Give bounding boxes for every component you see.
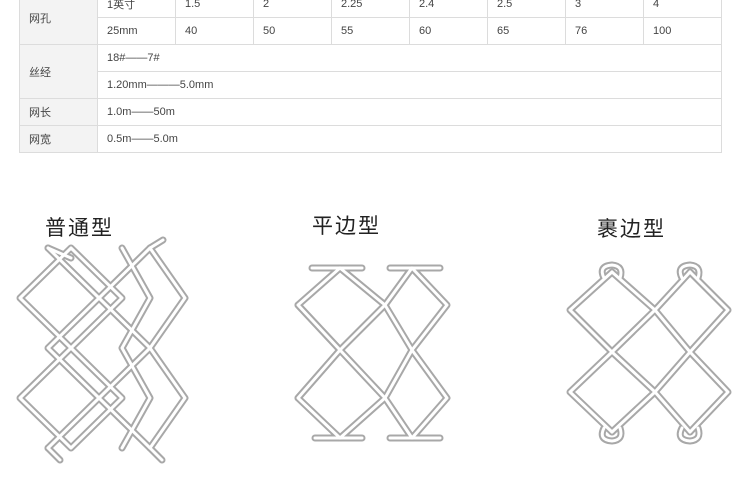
width-label: 网宽 [19,125,98,153]
diagram-title-flat-edge: 平边型 [312,214,381,238]
table-cell: 76 [565,17,644,45]
mesh-knuckled-edge-diagram [566,261,732,445]
diagram-title-normal: 普通型 [45,216,114,240]
table-row: 网孔 1英寸 1.5 2 2.25 2.4 2.5 3 4 [19,0,722,45]
table-row: 1.20mm———5.0mm [20,71,722,99]
width-value: 0.5m——5.0m [97,125,722,153]
table-row: 25mm 40 50 55 60 65 76 100 [20,17,722,45]
table-row: 网宽 0.5m——5.0m [19,125,722,153]
wire-diameter: 1.20mm———5.0mm [97,71,722,99]
mesh-normal-diagram [16,236,189,464]
table-row: 网长 1.0m——50m [19,98,722,126]
diagram-title-knuckled-edge: 裹边型 [597,217,666,241]
table-cell: 55 [331,17,410,45]
spec-table: 网孔 1英寸 1.5 2 2.25 2.4 2.5 3 4 25mm 40 50… [19,0,722,153]
length-label: 网长 [19,98,98,126]
table-cell: 50 [253,17,332,45]
table-cell: 100 [643,17,722,45]
mesh-label: 网孔 [19,0,98,45]
length-value: 1.0m——50m [97,98,722,126]
table-cell: 65 [487,17,566,45]
mesh-flat-edge-diagram [294,264,451,442]
